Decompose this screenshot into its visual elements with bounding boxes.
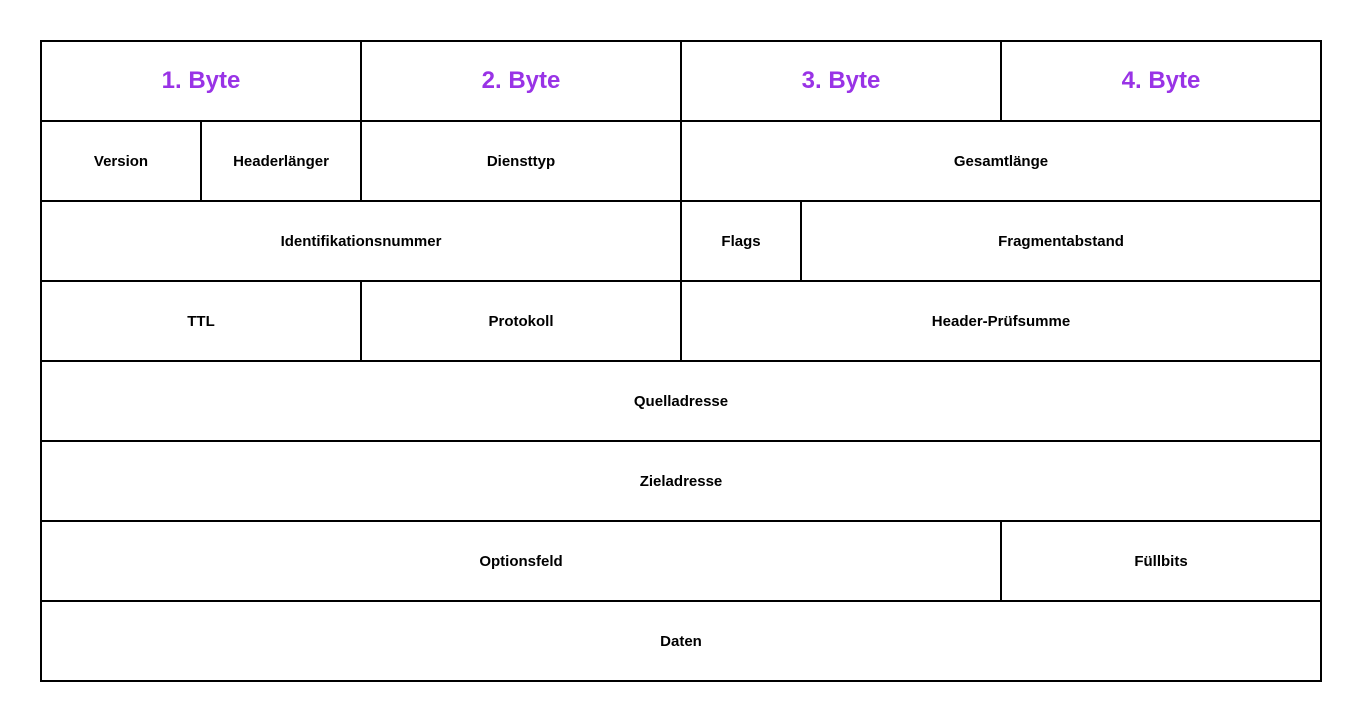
field-destination-address: Zieladresse [40,440,1322,522]
field-flags: Flags [680,200,802,282]
field-header-length: Headerlänger [200,120,362,202]
field-protocol: Protokoll [360,280,682,362]
field-ttl: TTL [40,280,362,362]
field-identification: Identifikationsnummer [40,200,682,282]
row-2: Identifikationsnummer Flags Fragmentabst… [40,200,1322,282]
row-3: TTL Protokoll Header-Prüfsumme [40,280,1322,362]
field-service-type: Diensttyp [360,120,682,202]
row-6: Optionsfeld Füllbits [40,520,1322,602]
byte-header-1: 1. Byte [40,40,362,122]
field-header-checksum: Header-Prüfsumme [680,280,1322,362]
field-options: Optionsfeld [40,520,1002,602]
field-version: Version [40,120,202,202]
field-padding: Füllbits [1000,520,1322,602]
byte-header-row: 1. Byte 2. Byte 3. Byte 4. Byte [40,40,1322,122]
byte-header-4: 4. Byte [1000,40,1322,122]
field-fragment-offset: Fragmentabstand [800,200,1322,282]
byte-header-3: 3. Byte [680,40,1002,122]
row-7: Daten [40,600,1322,682]
field-data: Daten [40,600,1322,682]
row-4: Quelladresse [40,360,1322,442]
field-total-length: Gesamtlänge [680,120,1322,202]
row-5: Zieladresse [40,440,1322,522]
field-source-address: Quelladresse [40,360,1322,442]
byte-header-2: 2. Byte [360,40,682,122]
ipv4-header-table: 1. Byte 2. Byte 3. Byte 4. Byte Version … [40,40,1322,682]
row-1: Version Headerlänger Diensttyp Gesamtlän… [40,120,1322,202]
